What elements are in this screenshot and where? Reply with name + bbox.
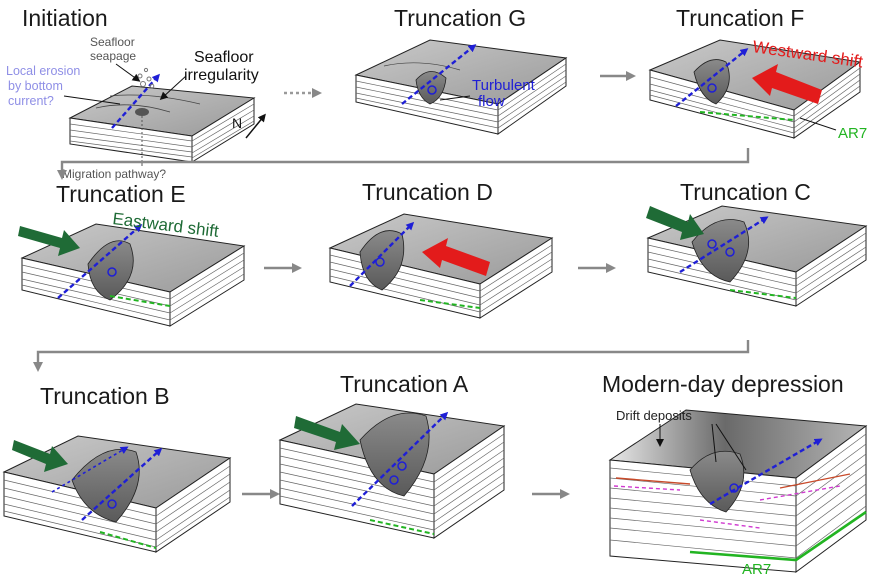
title-truncation-c: Truncation C bbox=[680, 179, 811, 205]
title-truncation-a: Truncation A bbox=[340, 371, 469, 397]
eastward-arrow-icon-c bbox=[646, 206, 704, 240]
title-truncation-f: Truncation F bbox=[676, 5, 804, 31]
westward-arrow-icon-d bbox=[422, 238, 490, 276]
seafloor-irregularity-label-2: irregularity bbox=[184, 67, 259, 84]
westward-arrow-icon bbox=[752, 64, 822, 104]
block-truncation-d bbox=[328, 213, 554, 319]
block-truncation-e: Eastward shift bbox=[18, 209, 246, 327]
title-modern-day-depression: Modern-day depression bbox=[602, 371, 844, 397]
block-truncation-f: Westward shift AR7 bbox=[648, 37, 867, 142]
ar7-label-modern: AR7 bbox=[742, 561, 771, 577]
local-erosion-label-2: by bottom bbox=[8, 79, 63, 93]
seafloor-seapage-label-2: seapage bbox=[90, 49, 136, 63]
block-truncation-g: Turbulent flow bbox=[354, 39, 568, 135]
seafloor-seapage-label-1: Seafloor bbox=[90, 35, 135, 49]
turbulent-flow-label-1: Turbulent bbox=[472, 77, 536, 94]
connector-c-to-b bbox=[33, 340, 750, 372]
north-arrow-icon bbox=[245, 113, 266, 139]
eastward-arrow-icon bbox=[18, 226, 80, 256]
local-erosion-label-1: Local erosion bbox=[6, 64, 80, 78]
turbulent-flow-label-2: flow bbox=[478, 93, 505, 110]
title-truncation-b: Truncation B bbox=[40, 383, 170, 409]
title-truncation-g: Truncation G bbox=[394, 5, 526, 31]
eastward-arrow-icon-b bbox=[12, 440, 68, 472]
eastward-arrow-icon-a bbox=[294, 416, 360, 450]
ar7-label-f: AR7 bbox=[838, 125, 867, 142]
title-truncation-e: Truncation E bbox=[56, 181, 186, 207]
block-initiation bbox=[68, 67, 256, 163]
block-modern-day-depression: Drift deposits AR7 bbox=[608, 408, 868, 577]
block-truncation-a bbox=[278, 403, 506, 539]
local-erosion-label-3: current? bbox=[8, 94, 54, 108]
drift-deposits-label: Drift deposits bbox=[616, 408, 692, 423]
initiation-labels: Seafloor seapage Seafloor irregularity L… bbox=[6, 35, 266, 181]
block-truncation-c bbox=[646, 205, 868, 307]
north-label: N bbox=[232, 115, 242, 131]
migration-pathway-label: Migration pathway? bbox=[62, 167, 166, 181]
title-initiation: Initiation bbox=[22, 5, 108, 31]
connector-f-to-e bbox=[57, 148, 750, 180]
seafloor-irregularity-label-1: Seafloor bbox=[194, 49, 254, 66]
block-truncation-b bbox=[2, 435, 232, 553]
title-truncation-d: Truncation D bbox=[362, 179, 493, 205]
